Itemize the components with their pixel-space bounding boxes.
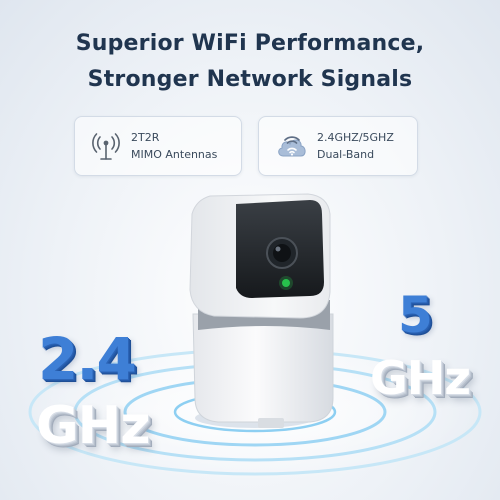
headline: Superior WiFi Performance, Stronger Netw… — [0, 26, 500, 98]
badge-5-number: 5 — [398, 286, 433, 344]
feature-text-antennas: 2T2R MIMO Antennas — [131, 129, 217, 163]
cloud-wifi-icon — [278, 136, 306, 157]
badge-5-unit: GHz — [370, 351, 471, 405]
status-light-icon — [282, 279, 290, 287]
headline-line-2: Stronger Network Signals — [87, 67, 413, 92]
feature-line-1: 2T2R — [131, 131, 160, 144]
feature-text-dual-band: 2.4GHZ/5GHZ Dual-Band — [317, 129, 394, 163]
badge-2-4-number: 2.4 — [38, 325, 137, 393]
feature-card-dual-band: 2.4GHZ/5GHZ Dual-Band — [258, 116, 418, 176]
feature-card-antennas: 2T2R MIMO Antennas — [74, 116, 242, 176]
headline-line-1: Superior WiFi Performance, — [75, 31, 425, 56]
badge-2-4-unit: GHz — [36, 396, 150, 456]
feature-line-2: Dual-Band — [317, 148, 375, 161]
antenna-icon — [92, 133, 120, 160]
feature-line-2: MIMO Antennas — [131, 148, 218, 161]
feature-line-1: 2.4GHZ/5GHZ — [317, 131, 394, 144]
